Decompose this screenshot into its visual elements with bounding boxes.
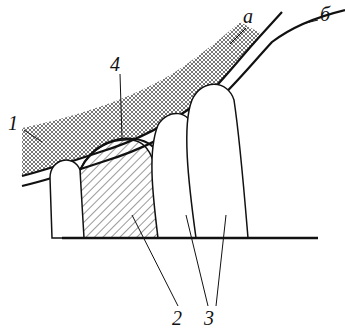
callout-number: 1: [8, 113, 18, 133]
callout-number: 3: [204, 308, 214, 328]
leader-line: [216, 215, 226, 306]
leader-line: [120, 74, 122, 138]
ground-line: [62, 237, 318, 240]
leader-line: [186, 215, 208, 306]
leader-line: [132, 215, 178, 306]
finger-shape: [187, 84, 248, 238]
arc-line: [80, 138, 162, 170]
leader-line: [302, 20, 318, 24]
finger-shape: [50, 160, 84, 238]
leader-line: [24, 130, 42, 142]
callout-number: 2: [172, 308, 182, 328]
callout-number: б: [320, 4, 330, 24]
leader-line: [230, 28, 246, 44]
callout-number: 4: [110, 54, 120, 74]
callout-number: а: [243, 6, 253, 26]
